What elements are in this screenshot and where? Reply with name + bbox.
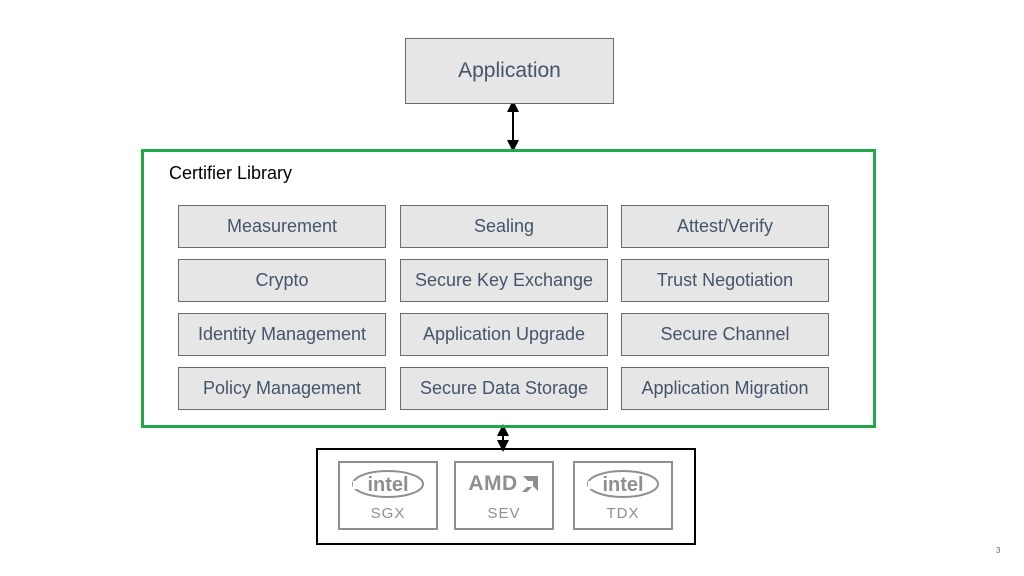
page-number: 3 [996, 546, 1001, 555]
amd-wordmark: AMD [468, 472, 518, 495]
module-application-upgrade: Application Upgrade [400, 313, 608, 356]
module-application-migration: Application Migration [621, 367, 829, 410]
svg-text:intel: intel [367, 474, 408, 496]
module-measurement: Measurement [178, 205, 386, 248]
tee-label-sgx: SGX [370, 505, 406, 522]
module-identity-management: Identity Management [178, 313, 386, 356]
application-box: Application [405, 38, 614, 104]
certifier-library-frame [141, 149, 876, 428]
module-secure-channel: Secure Channel [621, 313, 829, 356]
module-secure-data-storage: Secure Data Storage [400, 367, 608, 410]
svg-text:intel: intel [602, 474, 643, 496]
hardware-intel-sgx: intel SGX [338, 461, 438, 530]
amd-logo-icon: AMD [456, 469, 552, 499]
hardware-frame [316, 448, 696, 545]
module-policy-management: Policy Management [178, 367, 386, 410]
certifier-library-title: Certifier Library [169, 163, 293, 183]
module-trust-negotiation: Trust Negotiation [621, 259, 829, 302]
hardware-intel-tdx: intel TDX [573, 461, 673, 530]
tee-label-sev: SEV [487, 505, 521, 522]
module-secure-key-exchange: Secure Key Exchange [400, 259, 608, 302]
hardware-amd-sev: AMD SEV [454, 461, 554, 530]
intel-logo-icon: intel [575, 469, 671, 499]
module-crypto: Crypto [178, 259, 386, 302]
module-attest-verify: Attest/Verify [621, 205, 829, 248]
intel-logo-icon: intel [340, 469, 436, 499]
tee-label-tdx: TDX [606, 505, 640, 522]
module-sealing: Sealing [400, 205, 608, 248]
